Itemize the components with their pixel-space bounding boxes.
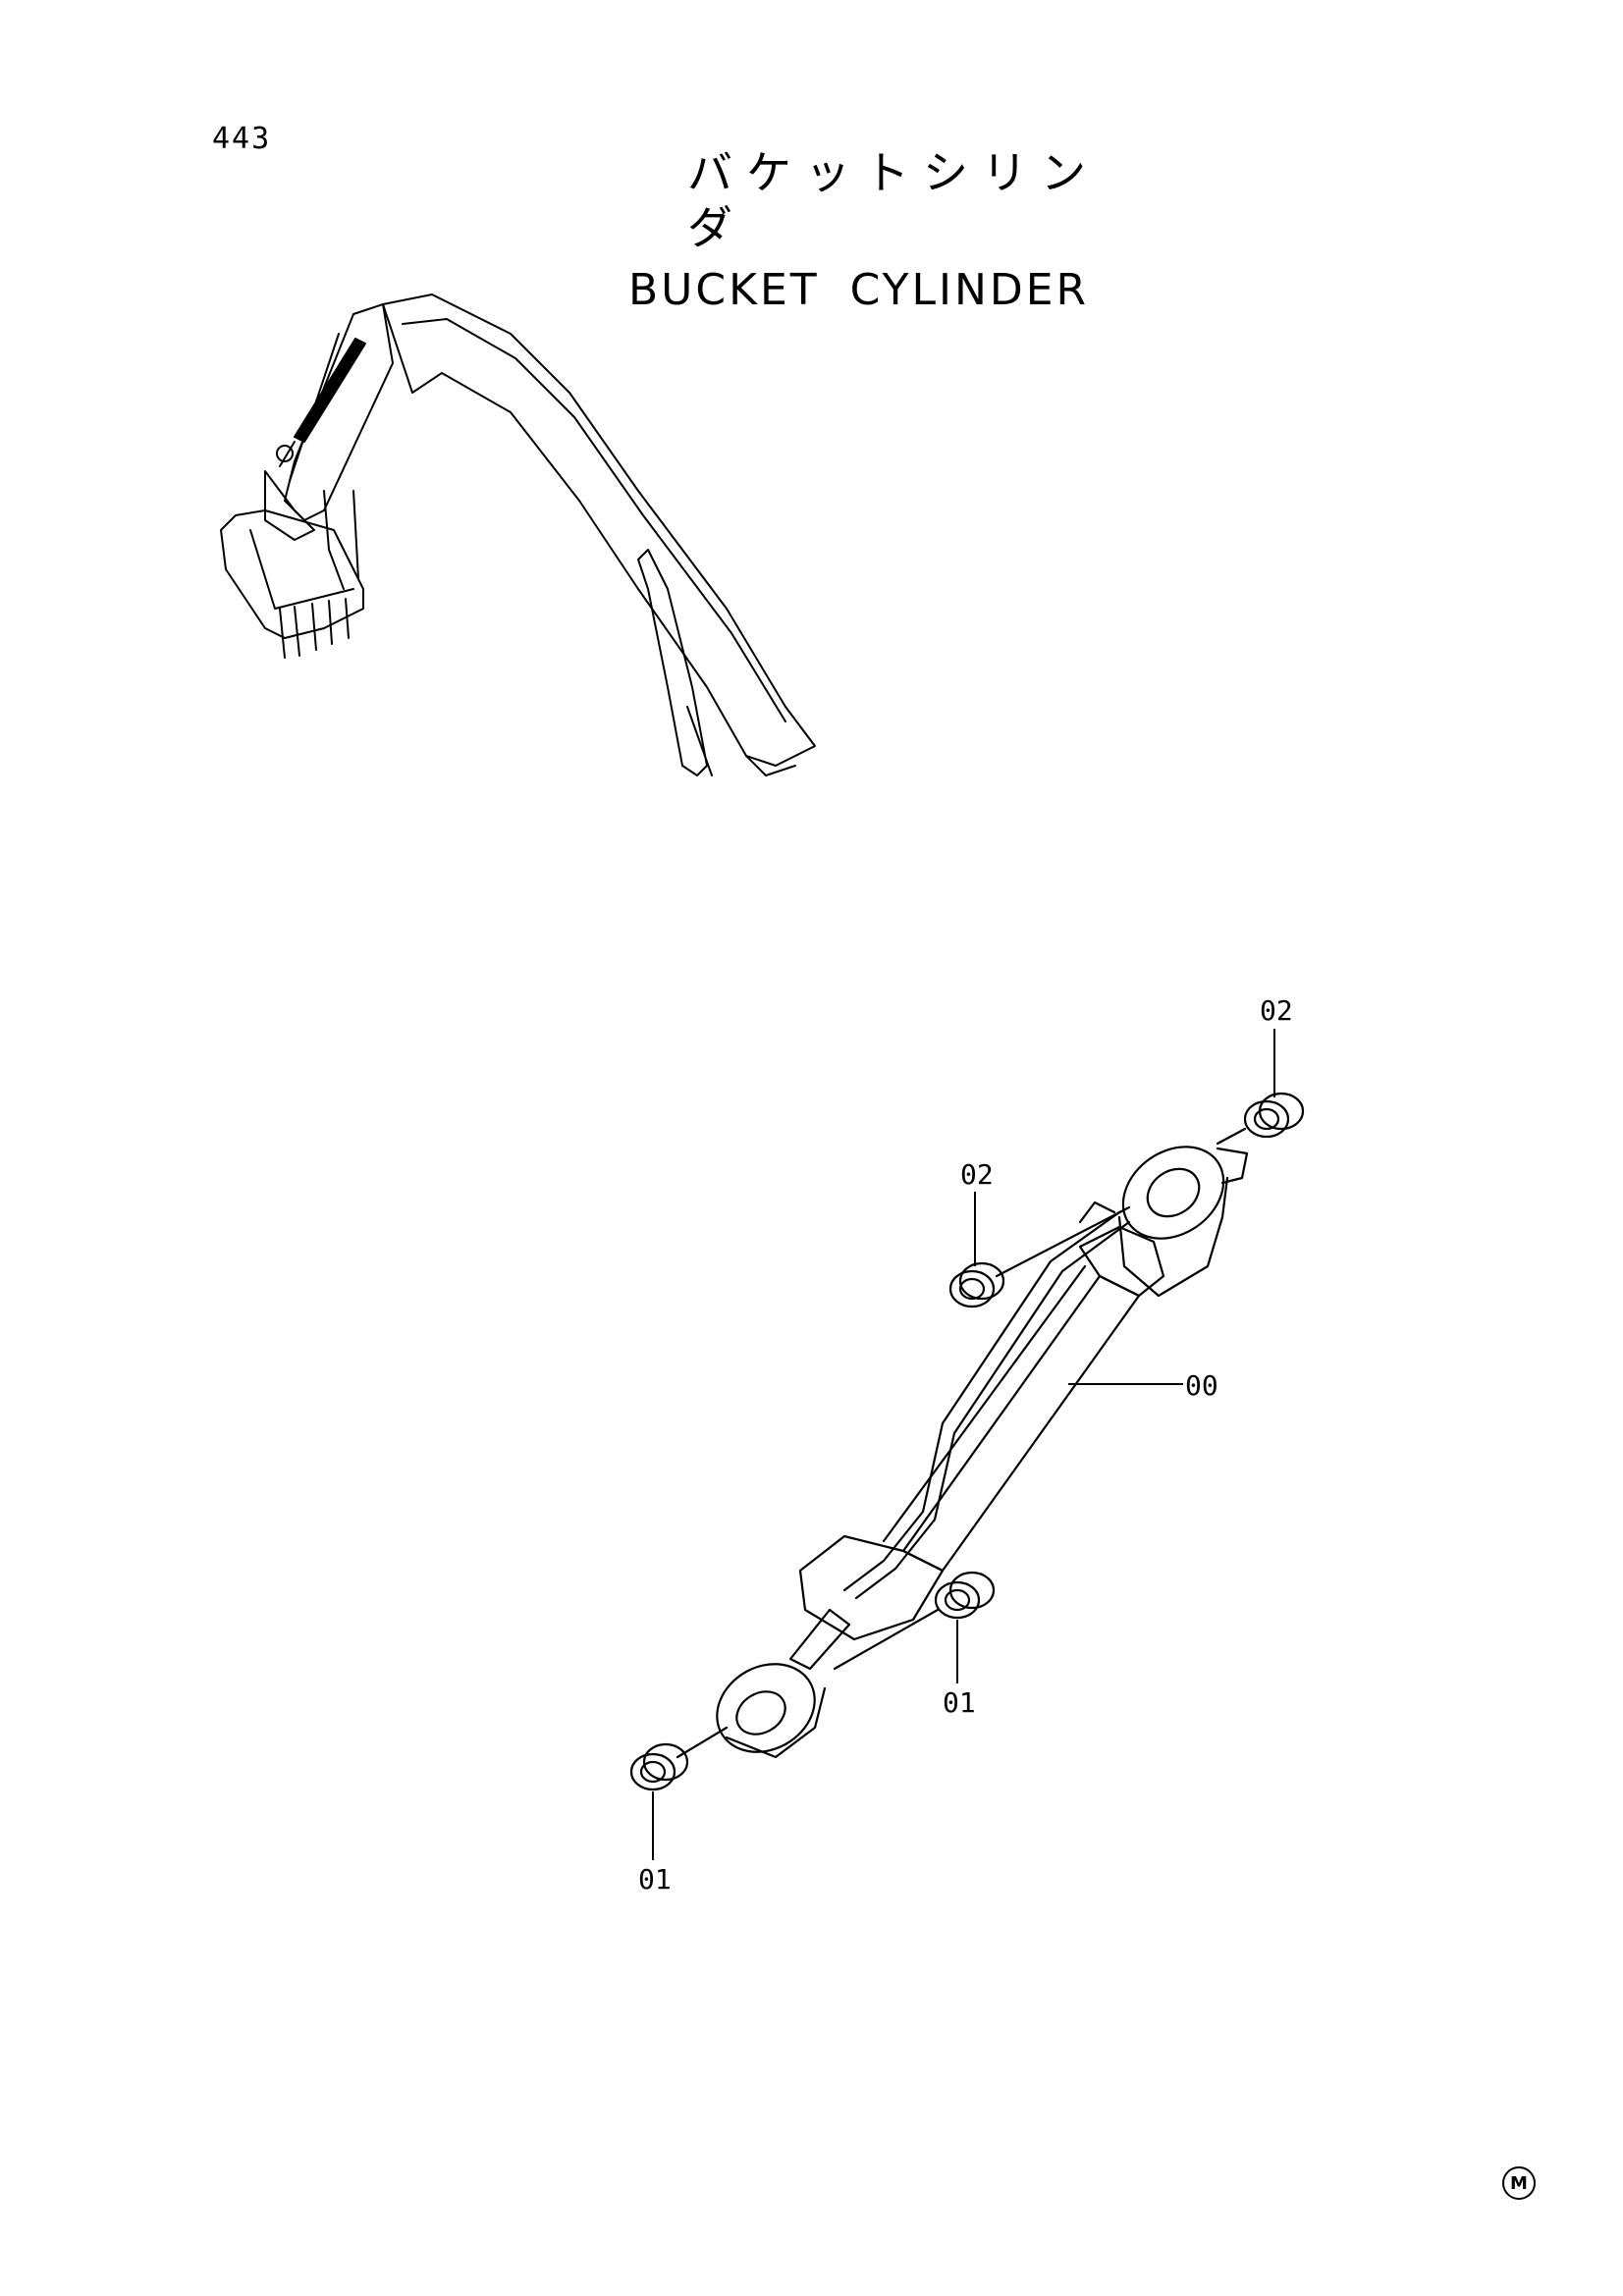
cylinder-head-boss bbox=[1121, 1146, 1225, 1240]
cylinder-tube bbox=[901, 1274, 1141, 1573]
cylinder-rod-eye bbox=[716, 1663, 816, 1753]
cylinder-rod-eye-bore bbox=[735, 1690, 786, 1735]
bucket-teeth bbox=[279, 598, 350, 659]
bushing-bottom-right bbox=[934, 1571, 996, 1620]
cylinder-rod-eye-body bbox=[725, 1686, 827, 1759]
callout-00: 00 bbox=[1185, 1369, 1218, 1402]
page-number: 443 bbox=[212, 122, 272, 156]
cylinder-tube-edge bbox=[882, 1264, 1087, 1543]
leader-bushing-top-right-to-head bbox=[1216, 1127, 1247, 1146]
title-japanese: バケットシリンダ bbox=[687, 146, 1100, 254]
hydraulic-pipe-2 bbox=[854, 1220, 1131, 1600]
callout-02-top: 02 bbox=[1260, 994, 1293, 1027]
cylinder-rod bbox=[788, 1608, 851, 1671]
title-english: BUCKET CYLINDER bbox=[628, 265, 1090, 315]
boom-outline bbox=[382, 294, 816, 767]
boom-foot-line bbox=[745, 755, 796, 776]
leader-bushing-bottom-right-to-rod bbox=[833, 1608, 940, 1671]
cylinder-rod-gland bbox=[798, 1534, 945, 1641]
bucket-frame bbox=[323, 490, 359, 590]
bucket-cylinder-detail bbox=[629, 1092, 1305, 1791]
bucket-side-line bbox=[249, 529, 354, 610]
bucket-outline bbox=[220, 509, 364, 639]
cylinder-head-bore bbox=[1146, 1167, 1201, 1218]
title-block: バケットシリンダ BUCKET CYLINDER bbox=[628, 145, 1139, 318]
cylinder-head-block bbox=[1117, 1176, 1229, 1298]
circled-m-mark: M bbox=[1502, 2166, 1536, 2200]
bushing-top-right bbox=[1243, 1092, 1305, 1139]
bushing-bottom-left bbox=[629, 1742, 689, 1791]
boom-cylinder-rod bbox=[686, 706, 713, 776]
callout-01-right: 01 bbox=[943, 1686, 976, 1719]
bucket-cylinder-highlight bbox=[294, 338, 366, 443]
cylinder-head-ears bbox=[1078, 1147, 1249, 1224]
bucket-cylinder-rod bbox=[279, 441, 296, 467]
callout-leaders bbox=[652, 1029, 1275, 1860]
leader-bushing-mid-left-to-head bbox=[995, 1205, 1131, 1278]
boom-inner-line bbox=[402, 318, 786, 722]
excavator-overview-illustration bbox=[220, 294, 816, 776]
bucket-cylinder-pin bbox=[276, 445, 294, 462]
cylinder-head-flange bbox=[1078, 1225, 1165, 1298]
callout-02-mid: 02 bbox=[960, 1158, 994, 1191]
bushing-mid-left bbox=[948, 1261, 1005, 1308]
callout-01-left: 01 bbox=[638, 1863, 672, 1896]
boom-cylinder bbox=[637, 549, 708, 776]
hydraulic-pipe bbox=[842, 1210, 1121, 1592]
bucket-link bbox=[264, 470, 315, 541]
leader-bushing-bottom-left-to-rod bbox=[676, 1726, 729, 1759]
